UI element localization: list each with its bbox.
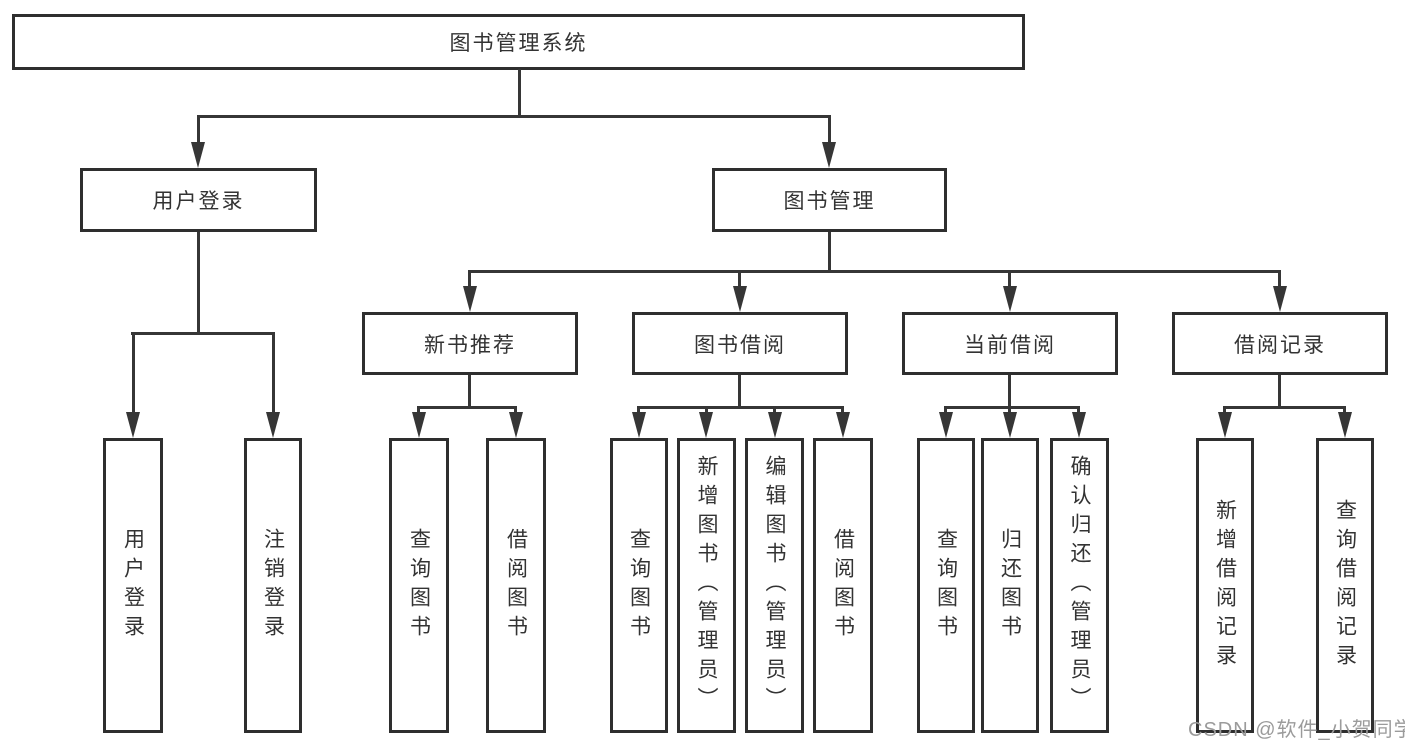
leaf-add-borrow-record: 新增借阅记录 <box>1196 438 1254 733</box>
connector-vline <box>1278 270 1281 288</box>
leaf-confirm-return-admin: 确认归还（管理员） <box>1050 438 1109 733</box>
connector-hline <box>468 270 1281 273</box>
connector-vline <box>1223 406 1226 414</box>
arrowhead-icon <box>1072 412 1086 438</box>
arrowhead-icon <box>1003 286 1017 312</box>
connector-vline <box>1343 406 1346 414</box>
node-book-borrowing: 图书借阅 <box>632 312 848 375</box>
leaf-edit-books-admin: 编辑图书（管理员） <box>745 438 804 733</box>
csdn-watermark: CSDN @软件_小贺同学 <box>1188 719 1405 741</box>
connector-vline <box>1077 406 1080 414</box>
connector-vline <box>1008 406 1011 414</box>
connector-vline <box>738 270 741 288</box>
leaf-label: 新增图书（管理员） <box>695 455 718 716</box>
connector-vline <box>1008 375 1011 408</box>
leaf-borrow-books: 借阅图书 <box>813 438 873 733</box>
leaf-label: 查询图书 <box>627 527 651 644</box>
arrowhead-icon <box>1003 412 1017 438</box>
connector-vline <box>773 406 776 414</box>
leaf-label: 查询借阅记录 <box>1333 498 1357 673</box>
connector-vline <box>637 406 640 414</box>
connector-vline <box>468 270 471 288</box>
connector-vline <box>828 232 831 273</box>
leaf-label: 新增借阅记录 <box>1213 498 1237 673</box>
connector-vline <box>132 332 135 414</box>
connector-hline <box>944 406 1079 409</box>
node-user-login: 用户登录 <box>80 168 317 232</box>
connector-hline <box>1223 406 1346 409</box>
connector-vline <box>417 406 420 414</box>
node-current-borrowing: 当前借阅 <box>902 312 1118 375</box>
arrowhead-icon <box>836 412 850 438</box>
leaf-query-books: 查询图书 <box>610 438 668 733</box>
arrowhead-icon <box>191 142 205 168</box>
leaf-label: 归还图书 <box>998 527 1022 644</box>
arrowhead-icon <box>822 142 836 168</box>
arrowhead-icon <box>939 412 953 438</box>
connector-vline <box>841 406 844 414</box>
connector-vline <box>468 375 471 408</box>
leaf-add-books-admin: 新增图书（管理员） <box>677 438 736 733</box>
node-library-management-system: 图书管理系统 <box>12 14 1025 70</box>
arrowhead-icon <box>768 412 782 438</box>
leaf-query-books: 查询图书 <box>389 438 449 733</box>
leaf-query-books: 查询图书 <box>917 438 975 733</box>
connector-hline <box>637 406 844 409</box>
arrowhead-icon <box>632 412 646 438</box>
arrowhead-icon <box>733 286 747 312</box>
connector-vline <box>705 406 708 414</box>
leaf-borrow-books: 借阅图书 <box>486 438 546 733</box>
arrowhead-icon <box>1273 286 1287 312</box>
leaf-label: 确认归还（管理员） <box>1068 455 1091 716</box>
leaf-user-login: 用户登录 <box>103 438 163 733</box>
connector-vline <box>518 69 521 118</box>
arrowhead-icon <box>266 412 280 438</box>
arrowhead-icon <box>463 286 477 312</box>
arrowhead-icon <box>699 412 713 438</box>
node-new-book-recommendation: 新书推荐 <box>362 312 578 375</box>
arrowhead-icon <box>1338 412 1352 438</box>
connector-hline <box>417 406 517 409</box>
connector-vline <box>944 406 947 414</box>
leaf-logout: 注销登录 <box>244 438 302 733</box>
leaf-label: 借阅图书 <box>504 527 528 644</box>
arrowhead-icon <box>126 412 140 438</box>
leaf-label: 借阅图书 <box>831 527 855 644</box>
arrowhead-icon <box>1218 412 1232 438</box>
leaf-query-borrow-record: 查询借阅记录 <box>1316 438 1374 733</box>
connector-vline <box>197 115 200 144</box>
connector-vline <box>1008 270 1011 288</box>
node-book-management: 图书管理 <box>712 168 947 232</box>
connector-vline <box>1278 375 1281 408</box>
connector-vline <box>272 332 275 414</box>
arrowhead-icon <box>412 412 426 438</box>
connector-vline <box>514 406 517 414</box>
arrowhead-icon <box>509 412 523 438</box>
leaf-return-books: 归还图书 <box>981 438 1039 733</box>
leaf-label: 用户登录 <box>121 527 145 644</box>
leaf-label: 查询图书 <box>934 527 958 644</box>
leaf-label: 查询图书 <box>407 527 431 644</box>
connector-vline <box>828 115 831 144</box>
connector-hline <box>131 332 274 335</box>
connector-vline <box>738 375 741 408</box>
leaf-label: 编辑图书（管理员） <box>763 455 786 716</box>
connector-vline <box>197 232 200 335</box>
node-borrowing-records: 借阅记录 <box>1172 312 1388 375</box>
connector-hline <box>197 115 831 118</box>
leaf-label: 注销登录 <box>261 527 285 644</box>
